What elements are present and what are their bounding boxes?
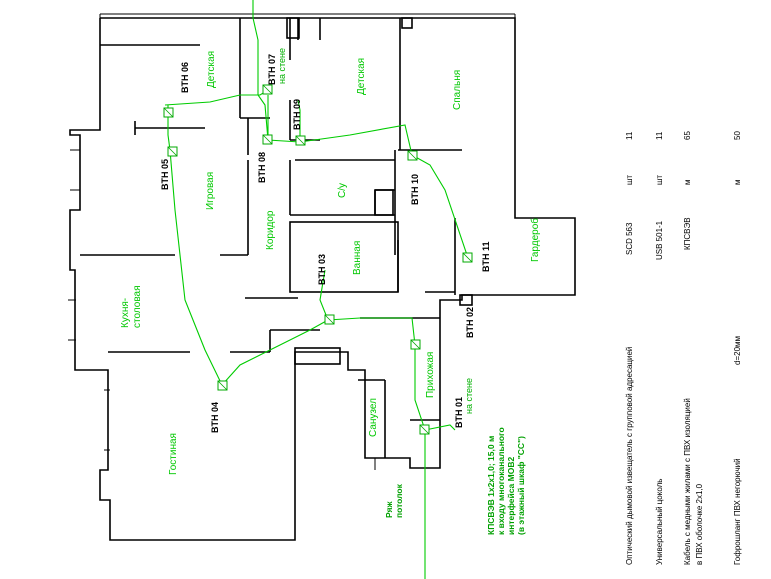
spec-row-4-unit: м	[733, 180, 742, 186]
room-spalnya: Спальня	[452, 70, 463, 110]
room-igrovaya: Игровая	[205, 172, 216, 210]
room-garderob: Гардероб	[529, 218, 541, 262]
label-b03: BTH 03	[317, 254, 327, 285]
note-b07: на стене	[277, 48, 287, 84]
room-detskaya-left: Детская	[206, 51, 217, 88]
spec-row-2-qty: 11	[655, 131, 664, 140]
label-b06: BTH 06	[180, 62, 190, 93]
room-kukhnya-line1: Кухня-	[120, 298, 131, 328]
label-b07: BTH 07	[267, 54, 277, 85]
spec-row-1-qty: 11	[625, 131, 634, 140]
cable-note-line1: КПСВЭВ 1х2х1,0; 15,0 м	[486, 436, 496, 535]
spec-row-3-name-cont: в ПВХ оболочке 2х1,0	[695, 483, 704, 565]
room-vannaya: Ванная	[352, 241, 363, 275]
spec-row-3-model: КПСВЭВ	[683, 217, 692, 250]
spec-row-2-unit: шт	[655, 175, 664, 185]
detector-b02[interactable]	[410, 339, 421, 350]
spec-row-2-model: USB 501-1	[655, 220, 664, 260]
spec-row-4-qty: 50	[733, 131, 742, 140]
cable-note-line4: (в этажный шкаф "СС")	[516, 436, 526, 535]
room-gostinaya: Гостиная	[168, 433, 179, 475]
label-b02: BTH 02	[465, 307, 475, 338]
note-b01: на стене	[464, 378, 474, 414]
label-b04: BTH 04	[210, 402, 220, 433]
spec-row-1-name: Оптический дымовой извещатель с группово…	[625, 347, 634, 565]
detector-b08[interactable]	[262, 134, 273, 145]
spec-row-1-model: SCD 563	[625, 222, 634, 255]
label-b09: BTH 09	[292, 99, 302, 130]
label-b01: BTH 01	[454, 397, 464, 428]
detector-b07[interactable]	[262, 84, 273, 95]
detector-b09[interactable]	[295, 135, 306, 146]
detector-b05[interactable]	[167, 146, 178, 157]
spec-row-3-unit: м	[683, 180, 692, 186]
label-b10: BTH 10	[410, 174, 420, 205]
spec-row-3-qty: 65	[683, 131, 692, 140]
room-su: С/у	[337, 183, 348, 198]
room-koridor: Коридор	[265, 210, 276, 250]
detector-b04[interactable]	[217, 380, 228, 391]
riser-note-line2: потолок	[394, 483, 404, 518]
spec-row-4-model: d=20мм	[733, 336, 742, 365]
room-sanuzel: Санузел	[368, 398, 379, 437]
cable-note-line3: интерфейса МОВ2	[506, 457, 516, 535]
detector-b06[interactable]	[163, 107, 174, 118]
riser-note-line1: Ряж	[384, 500, 394, 518]
spec-row-2-name: Универсальный цоколь	[655, 479, 664, 565]
label-b11: BTH 11	[481, 241, 491, 272]
label-b05: BTH 05	[160, 159, 170, 190]
detector-b10[interactable]	[407, 150, 418, 161]
spec-row-1-unit: шт	[625, 175, 634, 185]
detector-b11[interactable]	[462, 252, 473, 263]
room-prikhozhaya: Прихожая	[425, 352, 436, 398]
label-b08: BTH 08	[257, 152, 267, 183]
walls	[68, 13, 576, 541]
detector-b01[interactable]	[419, 424, 430, 435]
room-detskaya-right: Детская	[356, 58, 367, 95]
spec-table: Оптический дымовой извещатель с группово…	[625, 131, 742, 565]
detector-b03[interactable]	[324, 314, 335, 325]
spec-row-4-name: Гофрошланг ПВХ негорючий	[733, 458, 742, 565]
room-kukhnya-line2: столовая	[132, 286, 143, 329]
cable-note-line2: к входу многоканального	[496, 427, 506, 535]
spec-row-3-name: Кабель с медными жилами с ПВХ изоляцией	[683, 398, 692, 565]
